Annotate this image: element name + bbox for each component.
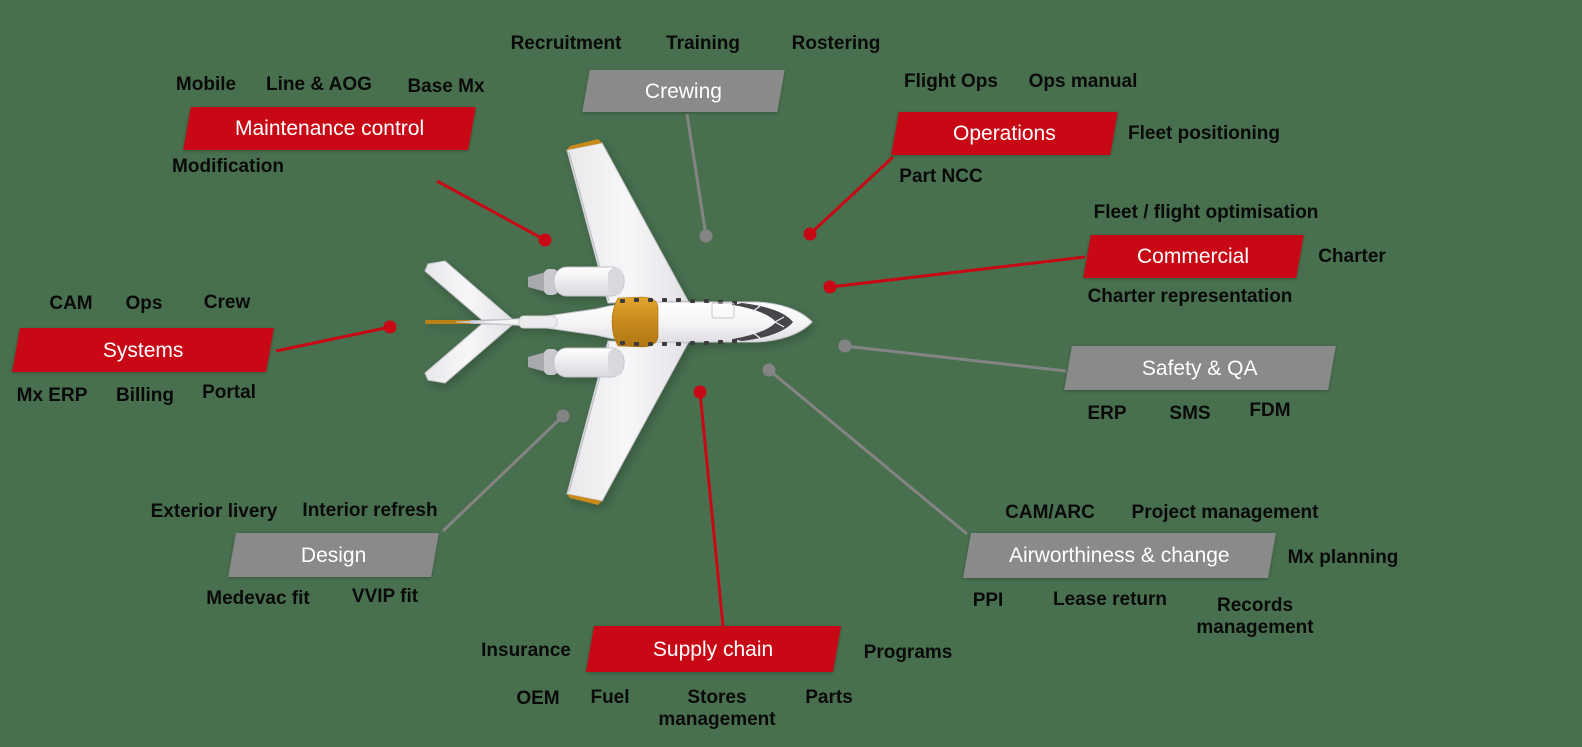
banner-safety-qa: Safety & QA <box>1064 346 1336 390</box>
banner-systems: Systems <box>12 328 274 372</box>
label-commercial-charter: Charter <box>1318 245 1386 267</box>
banner-airworthiness-change: Airworthiness & change <box>963 533 1276 578</box>
label-design-medevac-fit: Medevac fit <box>206 587 310 609</box>
connector-maintenance-control-dot <box>538 233 552 247</box>
banner-safety-qa-label: Safety & QA <box>1142 356 1258 380</box>
label-crewing-rostering: Rostering <box>791 32 881 54</box>
label-maintenance-control-modification: Modification <box>172 155 284 177</box>
label-supply-chain-fuel: Fuel <box>590 686 630 708</box>
banner-design: Design <box>228 533 439 577</box>
banner-maintenance-control: Maintenance control <box>183 107 476 150</box>
label-maintenance-control-mobile: Mobile <box>175 73 237 95</box>
label-design-interior-refresh: Interior refresh <box>302 499 438 521</box>
banner-commercial-label: Commercial <box>1137 245 1250 268</box>
aircraft-door-outline <box>711 302 735 319</box>
label-airworthiness-change-lease-return: Lease return <box>1052 588 1168 610</box>
label-supply-chain-parts: Parts <box>805 686 853 708</box>
label-supply-chain-oem: OEM <box>516 687 560 709</box>
connector-design-line <box>441 414 565 533</box>
label-supply-chain-insurance: Insurance <box>481 639 571 661</box>
label-maintenance-control-line-aog: Line & AOG <box>266 73 372 95</box>
connector-supply-chain-line <box>698 391 725 627</box>
aircraft-top-view-illustration <box>424 139 813 505</box>
connector-systems-line <box>275 325 391 353</box>
label-safety-qa-fdm: FDM <box>1249 399 1291 421</box>
banner-maintenance-control-label: Maintenance control <box>234 117 425 140</box>
label-systems-ops: Ops <box>125 292 163 314</box>
label-airworthiness-change-records-management: Records management <box>1196 594 1314 638</box>
label-systems-billing: Billing <box>115 384 175 406</box>
connector-airworthiness-change-dot <box>762 363 776 377</box>
connector-systems-dot <box>383 320 397 334</box>
connector-operations-line <box>808 155 895 236</box>
connector-crewing-line <box>685 113 708 237</box>
aircraft-tailcone-detail <box>518 315 558 329</box>
label-airworthiness-change-mx-planning: Mx planning <box>1287 546 1399 568</box>
label-operations-ops-manual: Ops manual <box>1028 70 1138 92</box>
label-crewing-training: Training <box>666 32 740 54</box>
label-systems-cam: CAM <box>49 292 93 314</box>
label-systems-crew: Crew <box>203 291 251 313</box>
banner-airworthiness-change-label: Airworthiness & change <box>1009 544 1230 567</box>
banner-supply-chain-label: Supply chain <box>653 637 774 661</box>
connector-lines <box>275 113 1086 627</box>
aircraft-wings <box>566 139 689 505</box>
connector-operations-dot <box>803 227 817 241</box>
connector-maintenance-control-line <box>436 179 546 242</box>
label-operations-flight-ops: Flight Ops <box>904 70 998 92</box>
label-crewing-recruitment: Recruitment <box>510 32 622 54</box>
aircraft-windows <box>620 298 737 346</box>
label-airworthiness-change-cam-arc: CAM/ARC <box>1005 501 1095 523</box>
aircraft-cockpit <box>733 303 793 341</box>
aircraft-gold-band <box>611 296 659 348</box>
connector-supply-chain-dot <box>693 385 707 399</box>
connector-commercial-line <box>829 255 1086 289</box>
banner-systems-label: Systems <box>102 338 184 362</box>
aircraft-engine-left <box>528 266 625 297</box>
label-design-vvip-fit: VVIP fit <box>351 585 419 607</box>
label-safety-qa-erp: ERP <box>1087 402 1127 424</box>
banner-crewing-label: Crewing <box>644 79 723 103</box>
banner-operations-label: Operations <box>953 122 1056 145</box>
connector-safety-qa-line <box>844 344 1067 373</box>
banner-crewing: Crewing <box>582 70 785 112</box>
label-supply-chain-stores-management: Stores management <box>658 686 776 730</box>
banner-supply-chain: Supply chain <box>585 626 842 672</box>
connector-commercial-dot <box>823 280 837 294</box>
connector-crewing-dot <box>699 229 713 243</box>
label-commercial-charter-representation: Charter representation <box>1087 285 1293 307</box>
label-supply-chain-programs: Programs <box>863 641 953 663</box>
banner-commercial: Commercial <box>1083 235 1304 278</box>
connector-design-dot <box>556 409 570 423</box>
label-maintenance-control-base-mx: Base Mx <box>407 75 485 97</box>
label-commercial-fleet-flight-optimisation: Fleet / flight optimisation <box>1093 201 1319 223</box>
banner-design-label: Design <box>300 543 367 567</box>
label-safety-qa-sms: SMS <box>1169 402 1211 424</box>
connector-safety-qa-dot <box>838 339 852 353</box>
banner-operations: Operations <box>891 112 1118 155</box>
label-design-exterior-livery: Exterior livery <box>150 500 278 522</box>
label-operations-part-ncc: Part NCC <box>899 165 983 187</box>
connector-airworthiness-change-line <box>768 368 968 536</box>
aircraft-engine-right <box>528 347 625 378</box>
label-operations-fleet-positioning: Fleet positioning <box>1128 122 1280 144</box>
label-systems-portal: Portal <box>202 381 256 403</box>
label-systems-mx-erp: Mx ERP <box>16 384 88 406</box>
label-airworthiness-change-ppi: PPI <box>972 589 1004 611</box>
label-airworthiness-change-project-management: Project management <box>1131 501 1319 523</box>
